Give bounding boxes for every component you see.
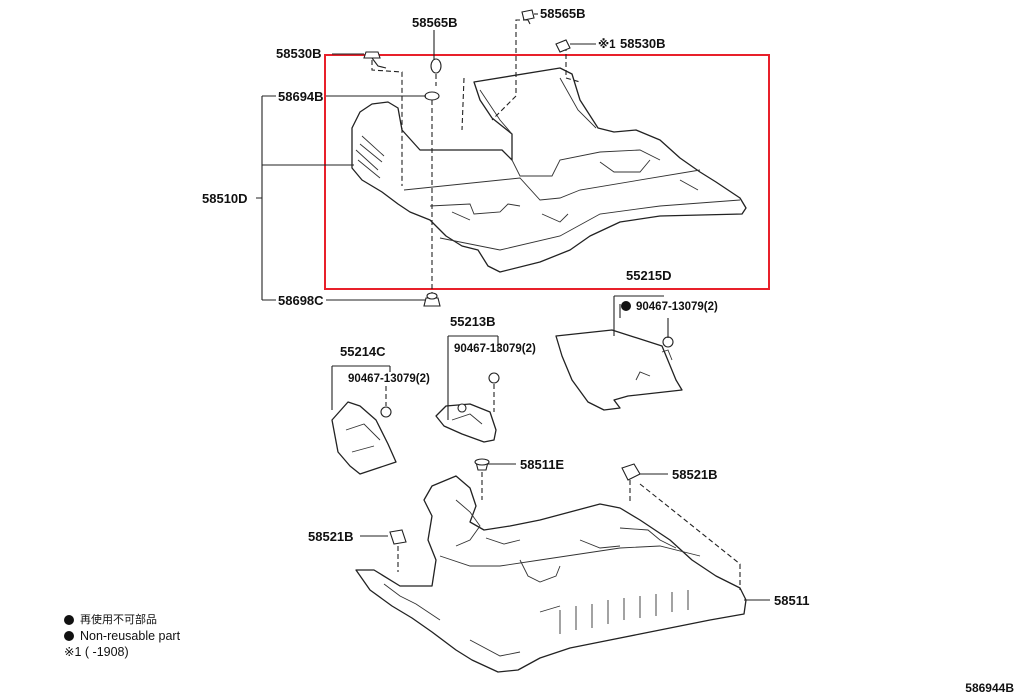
non-reusable-dot-icon <box>621 301 631 311</box>
grommet-58521B-left-icon[interactable] <box>389 529 407 545</box>
label-58511: 58511 <box>774 593 809 608</box>
rear-floor-mat-55215D[interactable] <box>555 329 683 411</box>
label-90467-13079-mid: 90467-13079(2) <box>454 343 536 355</box>
clip-58530B-right-icon[interactable] <box>555 39 571 53</box>
floor-silencer-58511[interactable] <box>355 475 747 673</box>
illustration-ref-code: 586944B <box>965 681 1014 695</box>
lower-guide-lines <box>360 463 770 601</box>
legend-row-note: ※1 ( -1908) <box>64 644 180 660</box>
label-55215D: 55215D <box>626 268 672 283</box>
grommet-58511E-icon[interactable] <box>474 458 490 471</box>
label-58521B-left: 58521B <box>308 529 354 544</box>
label-58521B-right: 58521B <box>672 467 718 482</box>
grommet-58521B-right-icon[interactable] <box>621 463 641 481</box>
label-55214C: 55214C <box>340 344 386 359</box>
label-note-mark: ※1 <box>598 37 616 51</box>
label-58510D: 58510D <box>202 191 248 206</box>
floor-carpet-assembly[interactable] <box>351 67 747 273</box>
label-58565B-top: 58565B <box>540 6 586 21</box>
upper-guide-lines <box>371 19 581 300</box>
fastener-58698C-icon[interactable] <box>423 292 441 307</box>
grommet-58694B-icon[interactable] <box>424 91 440 101</box>
55213B-leaders <box>447 335 499 420</box>
grommet-58565B-mid-icon[interactable] <box>430 58 442 74</box>
floor-mat-55213B[interactable] <box>435 372 500 443</box>
label-58698C: 58698C <box>278 293 324 308</box>
label-55213B: 55213B <box>450 314 496 329</box>
label-58694B: 58694B <box>278 89 324 104</box>
label-58530B-left: 58530B <box>276 46 322 61</box>
floor-mat-55214C[interactable] <box>331 401 397 475</box>
label-58511E: 58511E <box>520 457 564 472</box>
upper-leaders <box>256 13 596 301</box>
legend: 再使用不可部品 Non-reusable part ※1 ( -1908) <box>64 612 180 660</box>
55214C-leaders <box>331 365 391 410</box>
label-90467-13079-right: 90467-13079(2) <box>636 301 718 313</box>
legend-row-en: Non-reusable part <box>64 628 180 644</box>
legend-row-cjk: 再使用不可部品 <box>64 612 180 628</box>
non-reusable-dot-icon <box>64 631 74 641</box>
clip-58530B-left-icon[interactable] <box>363 51 387 69</box>
legend-cjk-text: 再使用不可部品 <box>80 613 157 626</box>
highlight-frame <box>324 54 770 290</box>
clip-58565B-top-icon[interactable] <box>521 9 535 25</box>
label-58565B-mid: 58565B <box>412 15 458 30</box>
label-58530B-right: 58530B <box>620 36 666 51</box>
legend-en-text: Non-reusable part <box>80 629 181 643</box>
55215D-leaders <box>613 295 669 338</box>
label-90467-13079-left: 90467-13079(2) <box>348 373 430 385</box>
legend-note-text: ※1 ( -1908) <box>64 645 129 659</box>
non-reusable-dot-icon <box>64 615 74 625</box>
